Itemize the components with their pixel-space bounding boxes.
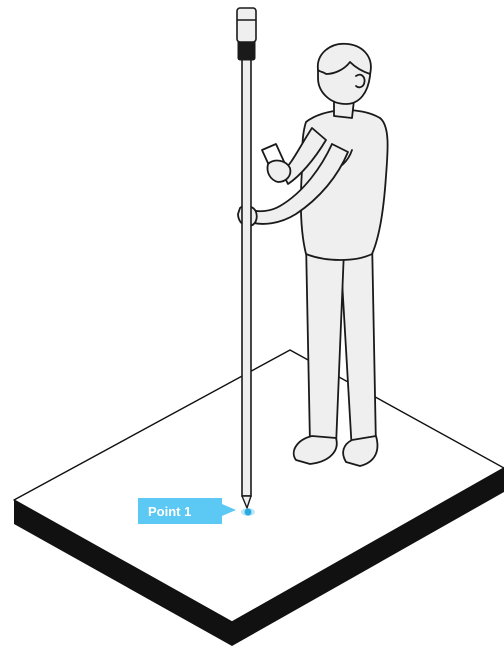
point-marker-icon <box>245 509 252 516</box>
controller-hand <box>267 161 290 182</box>
ground-plate-top <box>14 350 504 622</box>
antenna-cap <box>237 8 256 42</box>
point-label-callout: Point 1 <box>138 498 236 524</box>
antenna-mount <box>238 40 255 60</box>
point-label-text: Point 1 <box>148 504 191 519</box>
survey-point <box>241 508 255 516</box>
ear <box>356 75 365 88</box>
pole-shaft <box>242 56 251 496</box>
ground-plate <box>14 350 504 646</box>
